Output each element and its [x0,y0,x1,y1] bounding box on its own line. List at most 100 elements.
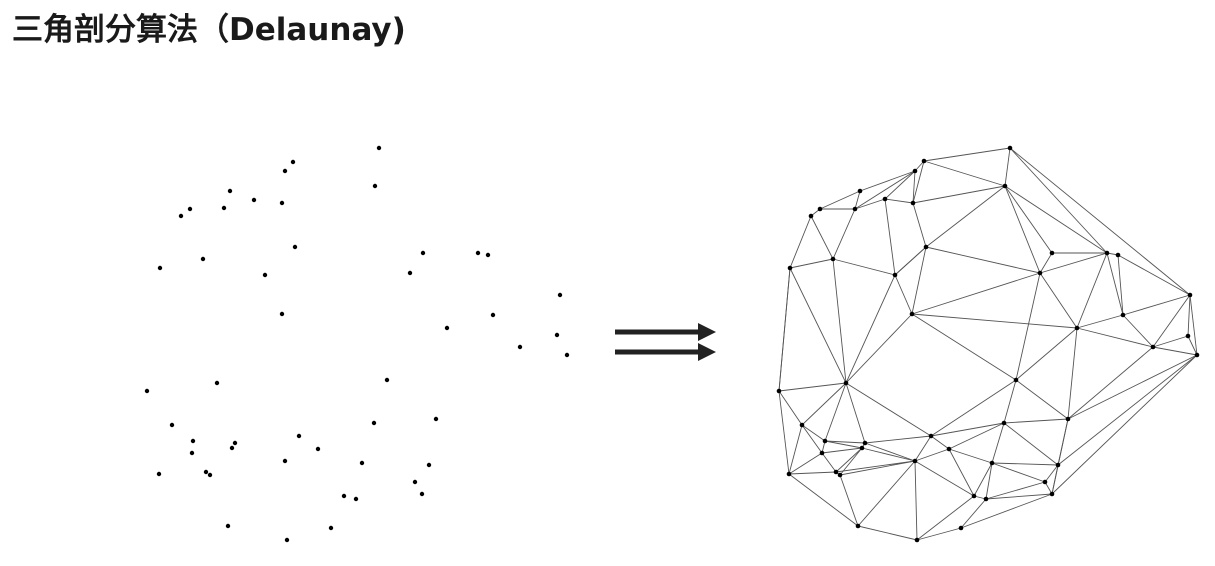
mesh-node [882,196,888,202]
scatter-point [490,312,496,318]
scatter-point [557,292,563,298]
mesh-node [1104,250,1110,256]
mesh-edge [911,313,1017,381]
mesh-edge [788,471,837,475]
mesh-node [983,496,989,502]
mesh-edge [1076,314,1124,329]
mesh-node [1007,145,1013,151]
mesh-edge [854,198,886,210]
mesh-node [862,440,868,446]
page-title: 三角剖分算法（Delaunay) [12,12,406,48]
mesh-edge [1122,294,1191,316]
mesh-edge [845,313,913,384]
mesh-edge [778,390,803,426]
mesh-edge [948,422,1005,450]
mesh-node [776,388,782,394]
mesh-edge [1189,294,1198,356]
mesh-edge [801,424,826,442]
mesh-edge [1076,327,1154,348]
double-arrow-right-icon [615,323,716,361]
mesh-edge [864,435,932,444]
mesh-edge [930,435,950,450]
mesh-node [833,469,839,475]
mesh-node [1194,352,1200,358]
mesh-node [822,438,828,444]
mesh-edge [911,313,1078,329]
scatter-point [290,159,296,165]
mesh-node [855,523,861,529]
scatter-point [475,250,481,256]
mesh-edge [854,170,916,210]
mesh-edge [923,147,1011,162]
mesh-edge [1015,379,1069,420]
mesh-edge [810,215,834,260]
mesh-node [1065,416,1071,422]
scatter-point [412,479,418,485]
mesh-edge [914,448,950,462]
mesh-edge [1106,252,1124,316]
mesh-edge [1117,254,1191,296]
mesh-nodes [776,145,1200,543]
mesh-edge [1076,252,1108,329]
scatter-point [200,256,206,262]
scatter-point [426,462,432,468]
scatter-point [190,438,196,444]
mesh-edge [1039,272,1078,329]
mesh-edges [778,147,1198,541]
scatter-point [232,440,238,446]
mesh-edge [1051,418,1069,495]
mesh-edge [930,379,1017,437]
mesh-node [958,525,964,531]
scatter-point [156,471,162,477]
scatter-point [517,344,523,350]
mesh-edge [1122,314,1154,348]
mesh-edge [1187,294,1191,337]
mesh-edge [788,473,859,527]
mesh-node [909,311,915,317]
mesh-node [912,458,918,464]
scatter-point [225,523,231,529]
scatter-point [328,525,334,531]
mesh-edge [1004,185,1041,274]
scatter-point [279,311,285,317]
mesh-edge [857,460,916,527]
mesh-edge [1051,354,1198,495]
mesh-edge [854,190,861,210]
mesh-node [892,272,898,278]
mesh-node [1001,420,1007,426]
mesh-node [786,471,792,477]
mesh-node [1185,333,1191,339]
mesh-edge [1003,422,1059,466]
mesh-edge [912,170,916,204]
scatter-point [189,450,195,456]
mesh-edge [778,390,790,475]
scatter-point [315,446,321,452]
mesh-edge [789,258,834,269]
scatter-point [296,433,302,439]
scatter-point [359,460,365,466]
mesh-node [914,537,920,543]
mesh-node [1042,479,1048,485]
mesh-edge [948,448,993,464]
scatter-point [262,272,268,278]
mesh-edge [1009,147,1108,254]
scatter-point [372,183,378,189]
mesh-edge [923,160,1006,187]
mesh-edge [824,440,863,449]
mesh-edge [821,447,863,454]
mesh-edge [1044,464,1059,483]
mesh-node [946,446,952,452]
mesh-node [928,433,934,439]
mesh-node [1187,292,1193,298]
mesh-edge [859,170,916,192]
mesh-node [1049,491,1055,497]
scatter-point [178,213,184,219]
scatter-point [444,325,450,331]
mesh-edge [914,460,918,541]
mesh-edge [991,462,1046,483]
mesh-edge [884,198,896,276]
mesh-edge [925,246,1041,274]
mesh-edge [788,424,803,475]
scatter-point [407,270,413,276]
